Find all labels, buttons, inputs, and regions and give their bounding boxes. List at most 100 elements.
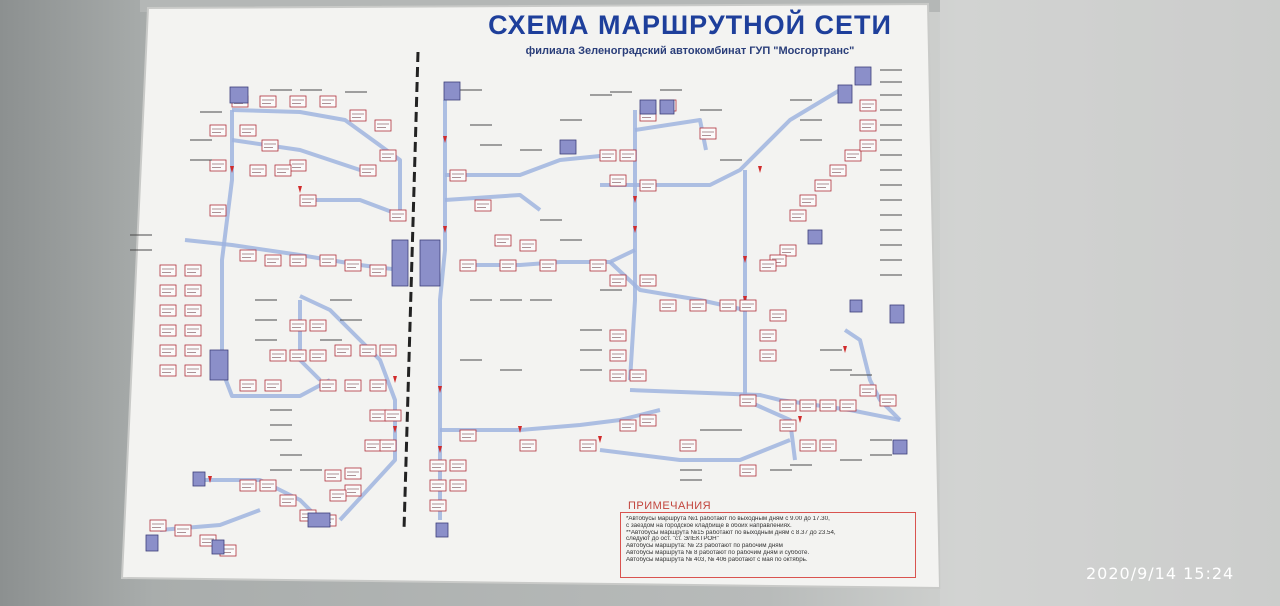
route-number-box bbox=[344, 484, 362, 497]
route-segment bbox=[298, 300, 322, 382]
route-number-box bbox=[349, 109, 367, 122]
route-number-box bbox=[249, 164, 267, 177]
terminal-box bbox=[639, 99, 657, 115]
route-number-box bbox=[369, 264, 387, 277]
route-number-box bbox=[369, 409, 387, 422]
terminal-box bbox=[192, 471, 206, 487]
route-number-box bbox=[319, 95, 337, 108]
route-number-box bbox=[289, 319, 307, 332]
route-number-box bbox=[429, 479, 447, 492]
route-number-box bbox=[449, 479, 467, 492]
route-number-box bbox=[799, 194, 817, 207]
route-number-box bbox=[829, 164, 847, 177]
glare bbox=[940, 0, 1280, 606]
note-line: Автобусы маршрута: № 23 работают по рабо… bbox=[626, 543, 783, 550]
route-lines bbox=[159, 88, 902, 532]
photo-timestamp: 2020/9/14 15:24 bbox=[1086, 564, 1235, 583]
terminal-box bbox=[837, 84, 853, 104]
route-number-box bbox=[519, 239, 537, 252]
terminal-box bbox=[145, 534, 159, 552]
route-number-box bbox=[609, 174, 627, 187]
note-line: Автобусы маршрута № 8 работают по рабочи… bbox=[626, 549, 810, 556]
route-number-box bbox=[364, 439, 382, 452]
route-number-box bbox=[379, 149, 397, 162]
route-number-box bbox=[299, 194, 317, 207]
route-number-box bbox=[499, 259, 517, 272]
route-number-box bbox=[449, 169, 467, 182]
route-number-box bbox=[739, 299, 757, 312]
route-segment bbox=[299, 294, 397, 522]
route-number-box bbox=[369, 379, 387, 392]
route-number-box bbox=[789, 209, 807, 222]
note-line: **Автобусы маршрута №15 работают по выхо… bbox=[626, 529, 836, 536]
terminal-box bbox=[229, 86, 249, 104]
route-number-box bbox=[159, 284, 177, 297]
route-number-box bbox=[309, 319, 327, 332]
route-number-box bbox=[159, 344, 177, 357]
terminal-box bbox=[659, 99, 675, 115]
notes-box: *Автобусы маршрута №1 работают по выходн… bbox=[620, 512, 916, 578]
route-number-box bbox=[609, 349, 627, 362]
route-number-box bbox=[539, 259, 557, 272]
terminal-markers bbox=[145, 66, 908, 555]
route-number-box bbox=[779, 419, 797, 432]
terminal-box bbox=[391, 239, 409, 287]
route-number-box bbox=[859, 99, 877, 112]
route-number-box bbox=[429, 499, 447, 512]
route-number-box bbox=[449, 459, 467, 472]
direction-arrow bbox=[798, 416, 802, 423]
route-number-box bbox=[374, 119, 392, 132]
route-number-box bbox=[859, 119, 877, 132]
route-segment bbox=[600, 88, 842, 187]
route-number-box bbox=[689, 299, 707, 312]
route-number-box bbox=[159, 324, 177, 337]
direction-arrow bbox=[438, 446, 442, 453]
route-number-box bbox=[769, 309, 787, 322]
route-number-box bbox=[619, 419, 637, 432]
direction-arrow bbox=[743, 296, 747, 303]
direction-arrow bbox=[518, 426, 522, 433]
route-number-box bbox=[519, 439, 537, 452]
direction-arrow bbox=[438, 386, 442, 393]
terminal-box bbox=[211, 539, 225, 555]
route-number-box bbox=[799, 439, 817, 452]
route-number-box bbox=[379, 344, 397, 357]
route-number-box bbox=[759, 259, 777, 272]
route-number-box bbox=[619, 149, 637, 162]
direction-arrow bbox=[393, 376, 397, 383]
route-number-box bbox=[184, 264, 202, 277]
route-number-box bbox=[474, 199, 492, 212]
route-number-box bbox=[289, 159, 307, 172]
terminal-box bbox=[559, 139, 577, 155]
direction-arrow bbox=[393, 426, 397, 433]
route-number-box bbox=[184, 284, 202, 297]
route-number-box bbox=[239, 379, 257, 392]
direction-arrow bbox=[443, 136, 447, 143]
route-number-box bbox=[379, 439, 397, 452]
terminal-box bbox=[435, 522, 449, 538]
terminal-box bbox=[849, 299, 863, 313]
route-number-box bbox=[739, 394, 757, 407]
route-number-box bbox=[799, 399, 817, 412]
route-number-box bbox=[679, 439, 697, 452]
route-number-box bbox=[209, 159, 227, 172]
route-number-box bbox=[239, 124, 257, 137]
route-number-box bbox=[609, 329, 627, 342]
route-number-box bbox=[159, 264, 177, 277]
terminal-box bbox=[892, 439, 908, 455]
notes-title: ПРИМЕЧАНИЯ bbox=[628, 500, 712, 512]
route-number-box bbox=[264, 254, 282, 267]
direction-arrow bbox=[208, 476, 212, 483]
route-number-box bbox=[779, 399, 797, 412]
note-line: *Автобусы маршрута №1 работают по выходн… bbox=[626, 516, 830, 522]
route-number-box bbox=[269, 349, 287, 362]
direction-arrow bbox=[743, 256, 747, 263]
terminal-box bbox=[209, 349, 229, 381]
route-number-box bbox=[184, 364, 202, 377]
route-number-box bbox=[159, 304, 177, 317]
direction-arrow bbox=[633, 226, 637, 233]
route-segment bbox=[634, 118, 708, 151]
route-number-box bbox=[239, 249, 257, 262]
terminal-box bbox=[443, 81, 461, 101]
